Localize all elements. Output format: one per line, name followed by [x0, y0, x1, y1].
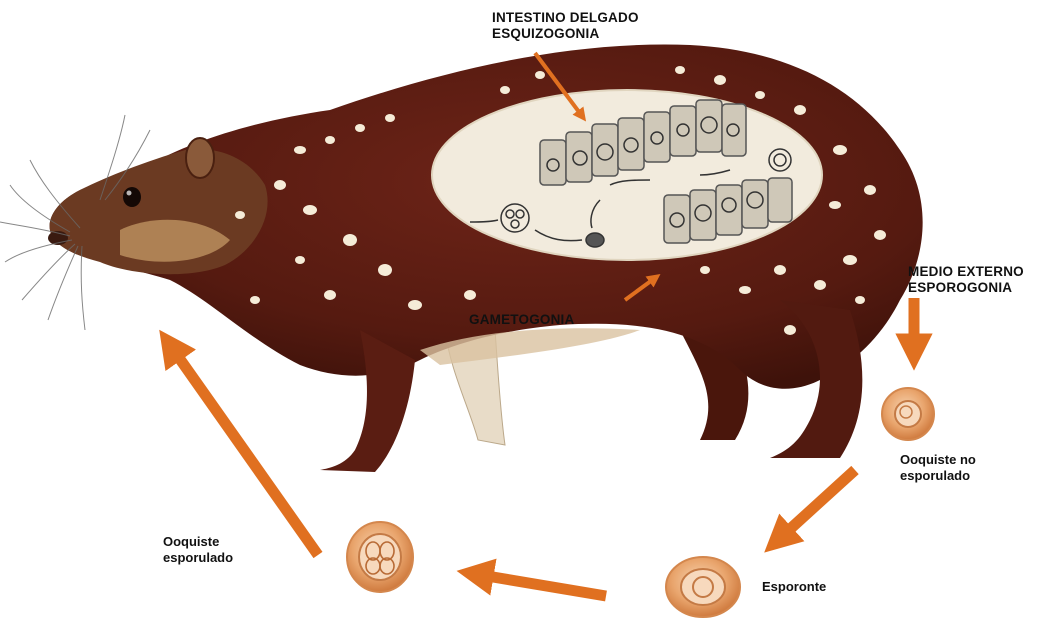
paca-ear: [186, 138, 214, 178]
label-esporonte: Esporonte: [762, 579, 826, 595]
oocyst-unsporulated: [882, 388, 934, 440]
label-ooquiste-no-esporulado: Ooquiste no esporulado: [900, 452, 976, 484]
paca-eye: [123, 187, 141, 207]
oocyst-sporulated: [347, 522, 413, 592]
label-ooquiste-esporulado: Ooquiste esporulado: [163, 534, 233, 566]
oocyst-sporont: [666, 557, 740, 617]
arrow-to-ooquiste-esporulado: [475, 574, 606, 596]
label-intestino-delgado-esquizogonia: INTESTINO DELGADO ESQUIZOGONIA: [492, 10, 639, 42]
label-gametogonia: GAMETOGONIA: [469, 312, 574, 328]
intestine-oval: [432, 90, 822, 260]
label-medio-externo-esporogonia: MEDIO EXTERNO ESPOROGONIA: [908, 264, 1024, 296]
intestine-inset: [432, 90, 822, 260]
paca-animal-illustration: [0, 45, 923, 472]
arrow-to-esporonte: [778, 470, 855, 540]
arrow-back-to-host: [170, 345, 318, 555]
